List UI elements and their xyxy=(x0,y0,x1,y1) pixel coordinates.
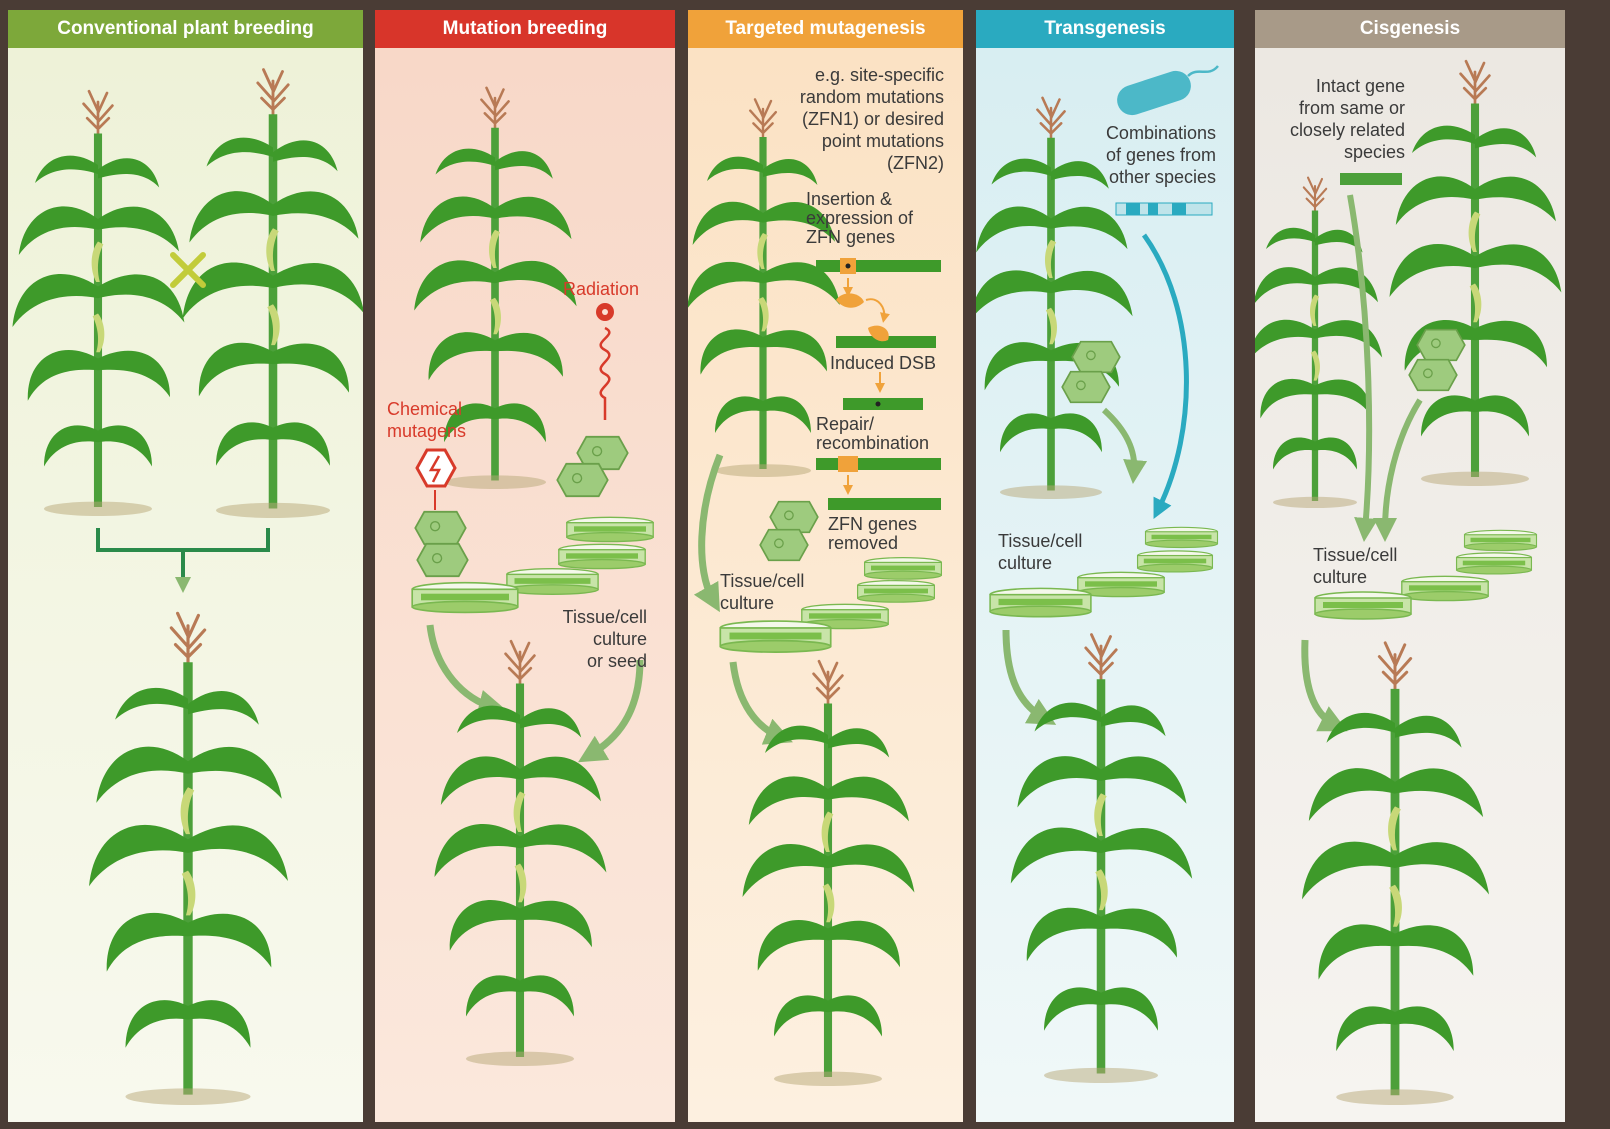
parent-arrow xyxy=(702,455,720,600)
radiation-wave xyxy=(601,328,610,420)
gene-cassette xyxy=(1116,203,1212,215)
culture-label-2: culture xyxy=(720,592,774,614)
culture-label-2: culture xyxy=(1313,566,1367,588)
offspring-plant xyxy=(78,605,298,1105)
panel-mutation-breeding: Mutation breeding Radiation Chemical mut… xyxy=(375,10,675,1122)
gene-transfer-arrow xyxy=(1144,235,1186,510)
intact-gene-bar xyxy=(1340,173,1402,185)
chemical-hazard-icon xyxy=(417,450,455,486)
panel-conventional-breeding: Conventional plant breeding xyxy=(8,10,363,1122)
mutant-plant xyxy=(430,610,610,1090)
cross-icon xyxy=(173,255,203,285)
panel-transgenesis: Transgenesis Combinations of genes from … xyxy=(976,10,1234,1122)
zfn-dna-strand-5 xyxy=(828,498,941,510)
transgenic-plant xyxy=(1006,610,1196,1100)
culture-label-1: Tissue/cell xyxy=(1313,544,1397,566)
bacterium-icon xyxy=(1113,66,1218,119)
zfn-dna-strand-1 xyxy=(816,258,941,274)
zfn-dna-strand-4 xyxy=(816,456,941,472)
culture-label-1: Tissue/cell xyxy=(998,530,1082,552)
radiation-icon xyxy=(596,303,614,321)
culture-label-1: Tissue/cell xyxy=(720,570,804,592)
zfn-protein-icon xyxy=(836,293,864,307)
gene-arrow-1 xyxy=(1350,195,1369,530)
gene-arrow-2 xyxy=(1385,400,1420,530)
panel-targeted-mutagenesis: Targeted mutagenesis e.g. site-specific … xyxy=(688,10,963,1122)
zfn-dna-strand-3 xyxy=(843,398,923,410)
panel-cisgenesis: Cisgenesis Intact gene from same or clos… xyxy=(1255,10,1565,1122)
cross-bracket xyxy=(98,528,268,550)
zfn-dna-strand-2 xyxy=(836,326,936,348)
cisgenic-plant xyxy=(1295,635,1495,1105)
edited-plant xyxy=(738,640,918,1100)
culture-label-2: culture xyxy=(998,552,1052,574)
